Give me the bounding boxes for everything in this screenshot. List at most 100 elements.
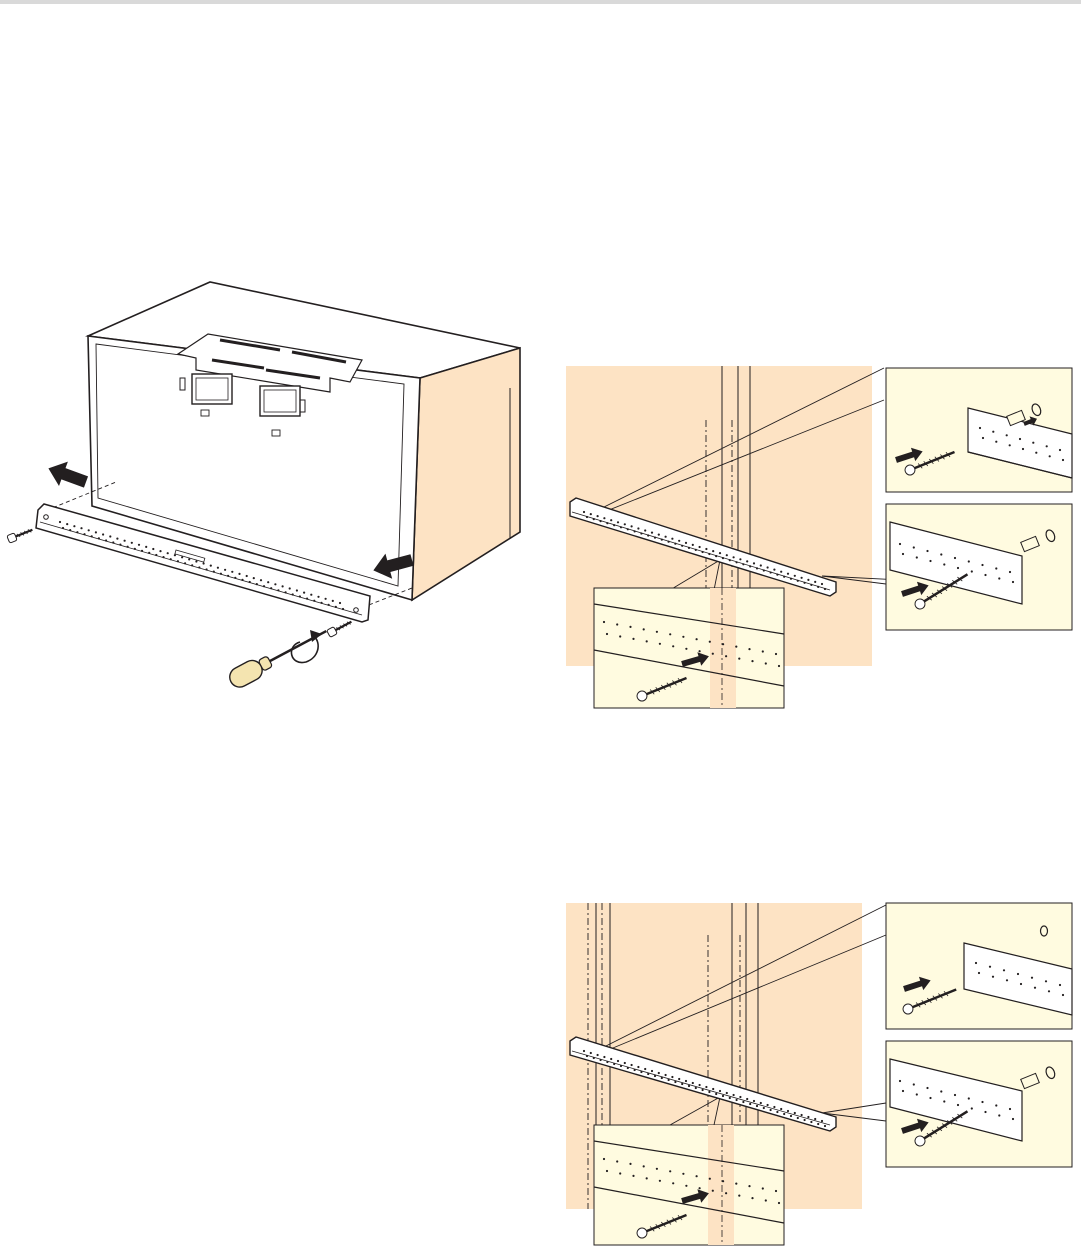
perforation-dot [807,1116,809,1118]
perforation-dot [709,1178,711,1180]
perforation-dot [634,1069,636,1071]
perforation-dot [685,1080,687,1082]
perforation-dot [292,593,294,595]
perforation-dot [671,538,673,540]
perforation-dot [678,540,680,542]
perforation-dot [593,518,595,520]
perforation-dot [631,525,633,527]
perforation-dot [656,631,658,633]
perforation-dot [722,1180,724,1182]
perforation-dot [685,648,687,650]
perforation-dot [685,1185,687,1187]
perforation-dot [982,437,984,439]
perforation-dot [668,1079,670,1081]
perforation-dot [1006,434,1008,436]
perforation-dot [943,563,945,565]
perforation-dot [725,655,727,657]
perforation-dot [195,560,197,562]
perforation-dot [603,517,605,519]
perforation-dot [672,645,674,647]
perforation-dot [1022,448,1024,450]
perforation-dot [699,1084,701,1086]
perforation-dot [722,1095,724,1097]
perforation-dot [600,1059,602,1061]
perforation-dot [603,1056,605,1058]
perforation-dot [954,557,956,559]
perforation-dot [778,665,780,667]
wall-anchor-figure [560,360,1081,710]
perforation-dot [1059,449,1061,451]
perforation-dot [1048,990,1050,992]
perforation-dot [929,1097,931,1099]
perforation-dot [665,1074,667,1076]
perforation-dot [814,581,816,583]
perforation-dot [739,1096,741,1098]
perforation-dot [224,569,226,571]
perforation-dot [320,602,322,604]
perforation-dot [794,1112,796,1114]
perforation-dot [685,542,687,544]
perforation-dot [801,577,803,579]
perforation-dot [775,1190,777,1192]
perforation-dot [746,560,748,562]
perforation-dot [1012,1118,1014,1120]
perforation-dot [1034,987,1036,989]
perforation-dot [763,1107,765,1109]
perforation-dot [647,1073,649,1075]
perforation-dot [736,561,738,563]
perforation-dot [590,1052,592,1054]
perforation-dot [220,573,222,575]
perforation-dot [627,528,629,530]
perforation-dot [995,567,997,569]
perforation-dot [770,1109,772,1111]
perforation-dot [797,1117,799,1119]
perforation-dot [586,516,588,518]
perforation-dot [328,604,330,606]
perforation-dot [979,427,981,429]
perforation-dot [749,1103,751,1105]
perforation-dot [702,551,704,553]
perforation-dot [1017,973,1019,975]
perforation-dot [332,600,334,602]
perforation-dot [606,1170,608,1172]
perforation-dot [767,1104,769,1106]
perforation-dot [756,567,758,569]
perforation-dot [127,546,129,548]
perforation-dot [814,1118,816,1120]
perforation-dot [696,1175,698,1177]
perforation-dot [739,558,741,560]
perforation-dot [902,1090,904,1092]
perforation-dot [631,1064,633,1066]
perforation-dot [644,1068,646,1070]
perforation-dot [1020,983,1022,985]
perforation-dot [801,1114,803,1116]
wall-stud-illustration [560,895,1081,1247]
perforation-dot [749,565,751,567]
perforation-dot [735,1183,737,1185]
perforation-dot [899,1080,901,1082]
perforation-dot [656,1168,658,1170]
perforation-dot [76,531,78,533]
perforation-dot [80,527,82,529]
perforation-dot [644,529,646,531]
perforation-dot [810,1121,812,1123]
perforation-dot [619,1172,621,1174]
perforation-dot [770,571,772,573]
perforation-dot [1012,581,1014,583]
perforation-dot [227,575,229,577]
perforation-dot [1009,571,1011,573]
perforation-dot [738,1195,740,1197]
perforation-dot [968,1097,970,1099]
perforation-dot [325,598,327,600]
perforation-dot [629,1163,631,1165]
perforation-dot [954,1094,956,1096]
perforation-dot [603,1158,605,1160]
perforation-dot [733,556,735,558]
perforation-dot [817,586,819,588]
perforation-dot [62,527,64,529]
perforation-dot [109,535,111,537]
perforation-dot [102,533,104,535]
perforation-dot [217,567,219,569]
perforation-dot [668,541,670,543]
perforation-dot [765,1199,767,1201]
